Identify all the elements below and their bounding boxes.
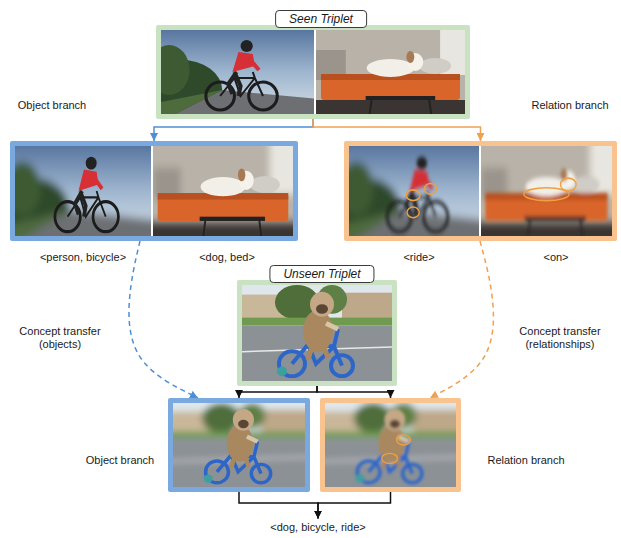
illustration-part <box>325 403 456 487</box>
relation-highlight <box>424 183 436 194</box>
photo-dog-bed <box>316 30 465 114</box>
blurred-cyclist <box>387 157 448 232</box>
branch-label: Relation branch <box>487 454 564 467</box>
photo-dog-bicycle <box>242 285 392 381</box>
illustration-part <box>153 146 293 236</box>
triplet-label: <ride> <box>403 251 434 264</box>
connector <box>129 241 198 398</box>
branch-label: Relation branch <box>531 99 608 112</box>
panel-title: Seen Triplet <box>275 10 367 28</box>
object-branch-panel: Object branch<person, bicycle><dog, bed> <box>10 141 298 241</box>
triplet-label: <on> <box>543 251 568 264</box>
panel-title: Unseen Triplet <box>269 265 374 283</box>
illustration-part <box>349 146 479 236</box>
connector <box>313 119 481 141</box>
background <box>316 30 465 114</box>
illustration-part <box>161 30 314 114</box>
dog-bicycle <box>204 409 271 483</box>
relation-branch-panel: Relation branch <box>320 398 461 492</box>
branch-label: Object branch <box>18 99 86 112</box>
photo-object-dog-bed <box>153 146 293 236</box>
triplet-label: <dog, bed> <box>199 251 255 264</box>
background <box>161 30 314 114</box>
photo-relation-on <box>481 146 612 236</box>
illustration-part <box>481 146 612 236</box>
blurred-background <box>349 146 479 236</box>
illustration-part <box>242 285 392 381</box>
dog-bed <box>321 51 460 114</box>
photo-cyclist <box>161 30 314 114</box>
connector <box>154 119 313 141</box>
image-panel: Seen Triplet <box>156 25 470 119</box>
photo-object-dog-bicycle <box>173 403 305 487</box>
cyclist <box>206 40 277 110</box>
edge-label: Concept transfer (objects) <box>8 324 112 352</box>
object-branch-panel: Object branch <box>168 398 310 492</box>
connector <box>318 492 391 519</box>
blurred-background <box>325 403 456 487</box>
relation-branch-panel: Relation branch<ride><on> <box>344 141 617 241</box>
blurred-dog-bicycle <box>356 409 422 483</box>
relation-highlight <box>560 178 576 191</box>
illustration-part <box>15 146 151 236</box>
relation-highlight <box>382 453 398 463</box>
connector <box>239 386 317 398</box>
blurred-dog-bed <box>485 168 607 235</box>
dog-bed <box>158 168 289 235</box>
triplet-label: <person, bicycle> <box>40 251 126 264</box>
output-triplet: <dog, bicycle, ride> <box>266 519 369 536</box>
blurred-background <box>15 146 151 236</box>
photo-relation-ride <box>349 146 479 236</box>
connector <box>239 492 318 519</box>
dog-bicycle <box>277 292 353 376</box>
blurred-background <box>173 403 305 487</box>
relation-highlight <box>397 435 411 445</box>
connector <box>430 241 493 398</box>
triplet-label: <dog, bicycle, ride> <box>270 521 365 534</box>
background <box>242 285 392 381</box>
image-panel: Unseen Triplet <box>237 280 397 386</box>
photo-relation-dog-bicycle <box>325 403 456 487</box>
blurred-background <box>481 146 612 236</box>
branch-label: Object branch <box>86 454 154 467</box>
cyclist <box>55 157 118 232</box>
illustration-part <box>316 30 465 114</box>
relation-highlight <box>407 207 419 218</box>
connector <box>317 386 391 398</box>
illustration-part <box>173 403 305 487</box>
relation-highlight <box>406 190 420 201</box>
photo-object-cyclist <box>15 146 151 236</box>
blurred-background <box>153 146 293 236</box>
edge-label: Concept transfer (relationships) <box>508 324 612 352</box>
